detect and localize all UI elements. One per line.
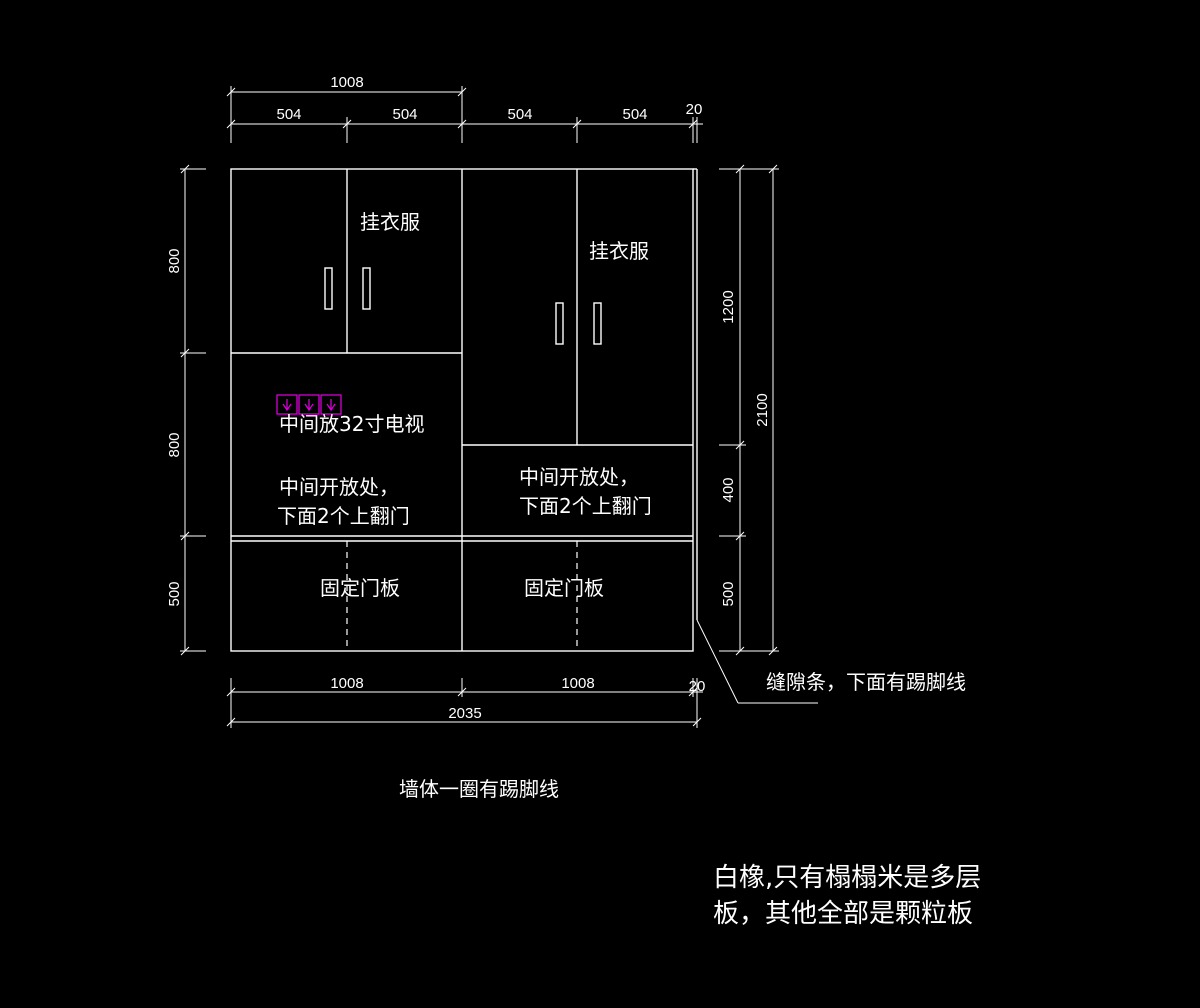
right-dimensions: 1200 400 500 2100 — [719, 164, 779, 656]
dim-top-504: 504 — [507, 106, 532, 123]
label-fixed-panel-right: 固定门板 — [524, 576, 604, 600]
label-hang-clothes-left: 挂衣服 — [360, 210, 420, 234]
label-tv: 中间放32寸电视 — [279, 412, 424, 436]
dim-bottom-1008: 1008 — [330, 675, 363, 692]
left-dimensions: 800 800 500 — [166, 164, 206, 656]
dim-bottom-total: 2035 — [448, 705, 481, 722]
socket-icon — [320, 394, 342, 415]
label-wall-skirting: 墙体一圈有踢脚线 — [399, 777, 559, 801]
label-open-left-line1: 中间开放处， — [279, 475, 399, 499]
label-open-right-line1: 中间开放处， — [519, 465, 639, 489]
dim-left-800: 800 — [166, 432, 183, 457]
dim-top-504: 504 — [276, 106, 301, 123]
dim-top-504: 504 — [392, 106, 417, 123]
label-gap-strip: 缝隙条，下面有踢脚线 — [766, 670, 966, 694]
note-line2: 板，其他全部是颗粒板 — [713, 899, 973, 929]
label-open-right-line2: 下面2个上翻门 — [519, 494, 652, 518]
dim-right-500: 500 — [720, 581, 737, 606]
dim-bottom-1008: 1008 — [561, 675, 594, 692]
labels: 挂衣服 挂衣服 中间放32寸电视 中间开放处， 下面2个上翻门 中间开放处， 下… — [277, 210, 966, 801]
note-line1: 白橡,只有榻榻米是多层 — [713, 863, 981, 893]
label-open-left-line2: 下面2个上翻门 — [277, 504, 410, 528]
gap-strip-leader — [696, 619, 818, 704]
door-handle — [324, 267, 333, 310]
dim-right-400: 400 — [720, 477, 737, 502]
door-handle — [593, 302, 602, 345]
bottom-dimensions: 1008 1008 20 2035 — [226, 675, 706, 728]
dim-top-504: 504 — [622, 106, 647, 123]
dim-right-1200: 1200 — [720, 290, 737, 323]
top-dimensions: 1008 504 504 504 504 20 — [226, 74, 703, 143]
cabinet-frame — [230, 168, 698, 652]
dim-left-800: 800 — [166, 248, 183, 273]
socket-icon — [298, 394, 320, 415]
dim-bottom-20: 20 — [689, 678, 706, 695]
dim-right-2100: 2100 — [754, 393, 771, 426]
dim-left-500: 500 — [166, 581, 183, 606]
label-fixed-panel-left: 固定门板 — [320, 576, 400, 600]
material-note: 白橡,只有榻榻米是多层 板，其他全部是颗粒板 — [713, 863, 981, 929]
socket-group — [276, 394, 342, 415]
dim-top-total: 1008 — [330, 74, 363, 91]
dim-top-20: 20 — [686, 101, 703, 118]
door-handle — [555, 302, 564, 345]
door-handle — [362, 267, 371, 310]
label-hang-clothes-right: 挂衣服 — [589, 239, 649, 263]
socket-icon — [276, 394, 298, 415]
